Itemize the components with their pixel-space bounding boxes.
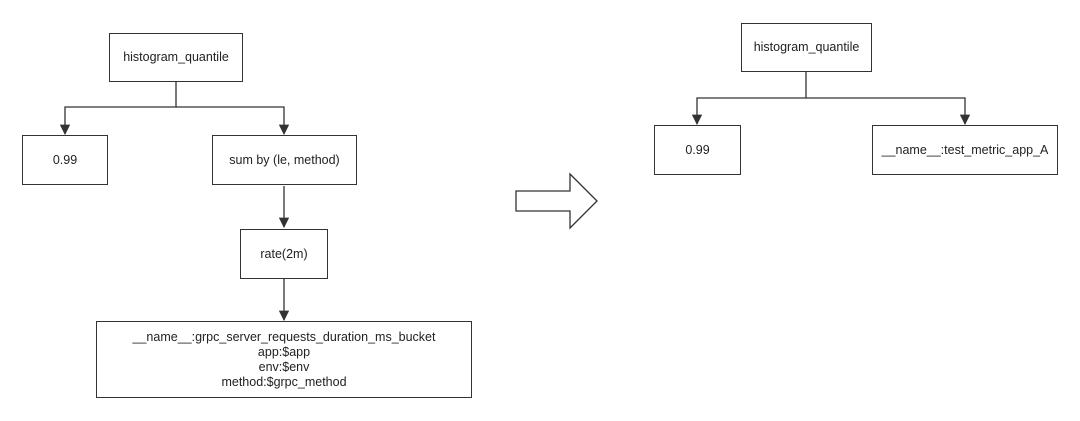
right-histogram-quantile-node: histogram_quantile	[741, 23, 872, 72]
right-selector-label: __name__:test_metric_app_A	[881, 142, 1049, 157]
left-quantile-node: 0.99	[22, 135, 108, 185]
left-sum-by-label: sum by (le, method)	[229, 152, 340, 167]
right-quantile-node: 0.99	[654, 125, 741, 175]
left-histogram-quantile-node: histogram_quantile	[109, 33, 243, 82]
left-quantile-label: 0.99	[52, 152, 78, 167]
right-selector-node: __name__:test_metric_app_A	[872, 125, 1058, 175]
left-selector-app-line: app:$app	[257, 344, 311, 359]
right-root-to-quantile-connector	[691, 72, 807, 126]
right-outline-arrow-icon	[515, 172, 598, 230]
left-rate-node: rate(2m)	[240, 229, 328, 279]
left-rate-label: rate(2m)	[260, 246, 308, 261]
left-histogram-quantile-label: histogram_quantile	[123, 50, 229, 64]
left-selector-node: __name__:grpc_server_requests_duration_m…	[96, 321, 472, 398]
left-root-to-quantile-connector	[59, 82, 177, 136]
right-histogram-quantile-label: histogram_quantile	[753, 40, 860, 54]
left-selector-env-line: env:$env	[258, 359, 310, 374]
left-root-to-sumby-connector	[176, 106, 290, 136]
left-selector-name-line: __name__:grpc_server_requests_duration_m…	[132, 329, 436, 344]
left-selector-method-line: method:$grpc_method	[221, 374, 347, 389]
right-root-to-selector-connector	[806, 97, 971, 126]
right-quantile-label: 0.99	[685, 142, 710, 157]
left-sum-by-node: sum by (le, method)	[212, 135, 357, 185]
